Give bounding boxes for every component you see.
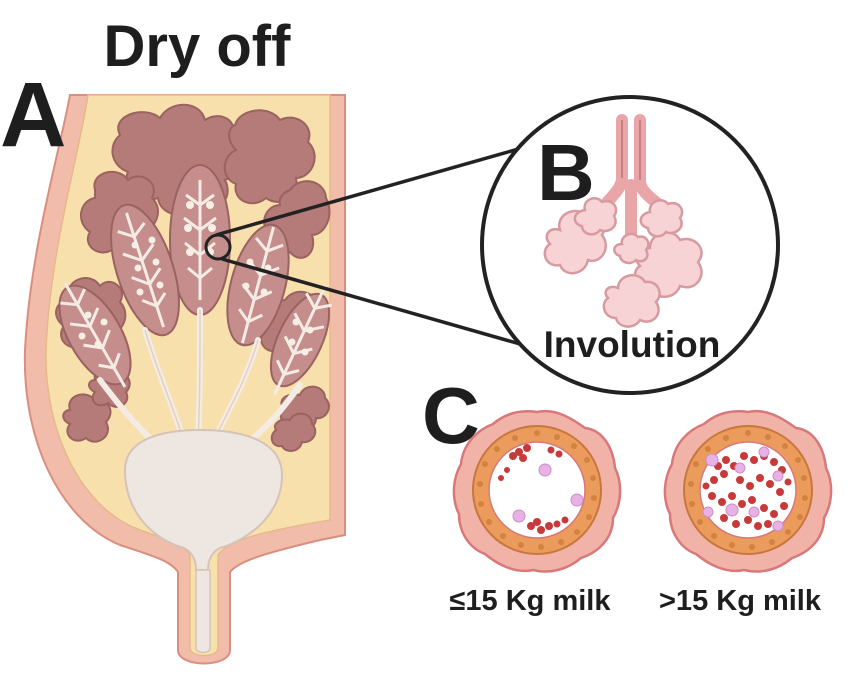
- red-cells-right: [702, 452, 792, 530]
- caption-high-yield: >15 Kg milk: [659, 585, 822, 617]
- udder-illustration: [23, 94, 346, 665]
- alveoli-cluster: [543, 197, 703, 328]
- teat-canal: [195, 569, 211, 654]
- immune-cells-left: [512, 463, 584, 523]
- immune-cells-right: [702, 446, 784, 532]
- lobule-group: [49, 164, 342, 403]
- figure-title: Dry off: [104, 14, 292, 79]
- zoom-connector: [204, 138, 551, 354]
- cross-section-right: [663, 409, 833, 573]
- udder-cistern: [123, 428, 284, 571]
- panel-letter-a: A: [0, 64, 66, 166]
- panel-letter-b: B: [537, 128, 595, 217]
- cross-section-left: [452, 409, 622, 573]
- panel-letter-c: C: [422, 371, 480, 460]
- lobe-cluster: [55, 103, 331, 452]
- red-cells-left: [498, 444, 569, 534]
- involution-caption: Involution: [544, 324, 721, 365]
- involution-magnified-view: [480, 95, 780, 395]
- caption-low-yield: ≤15 Kg milk: [450, 585, 612, 617]
